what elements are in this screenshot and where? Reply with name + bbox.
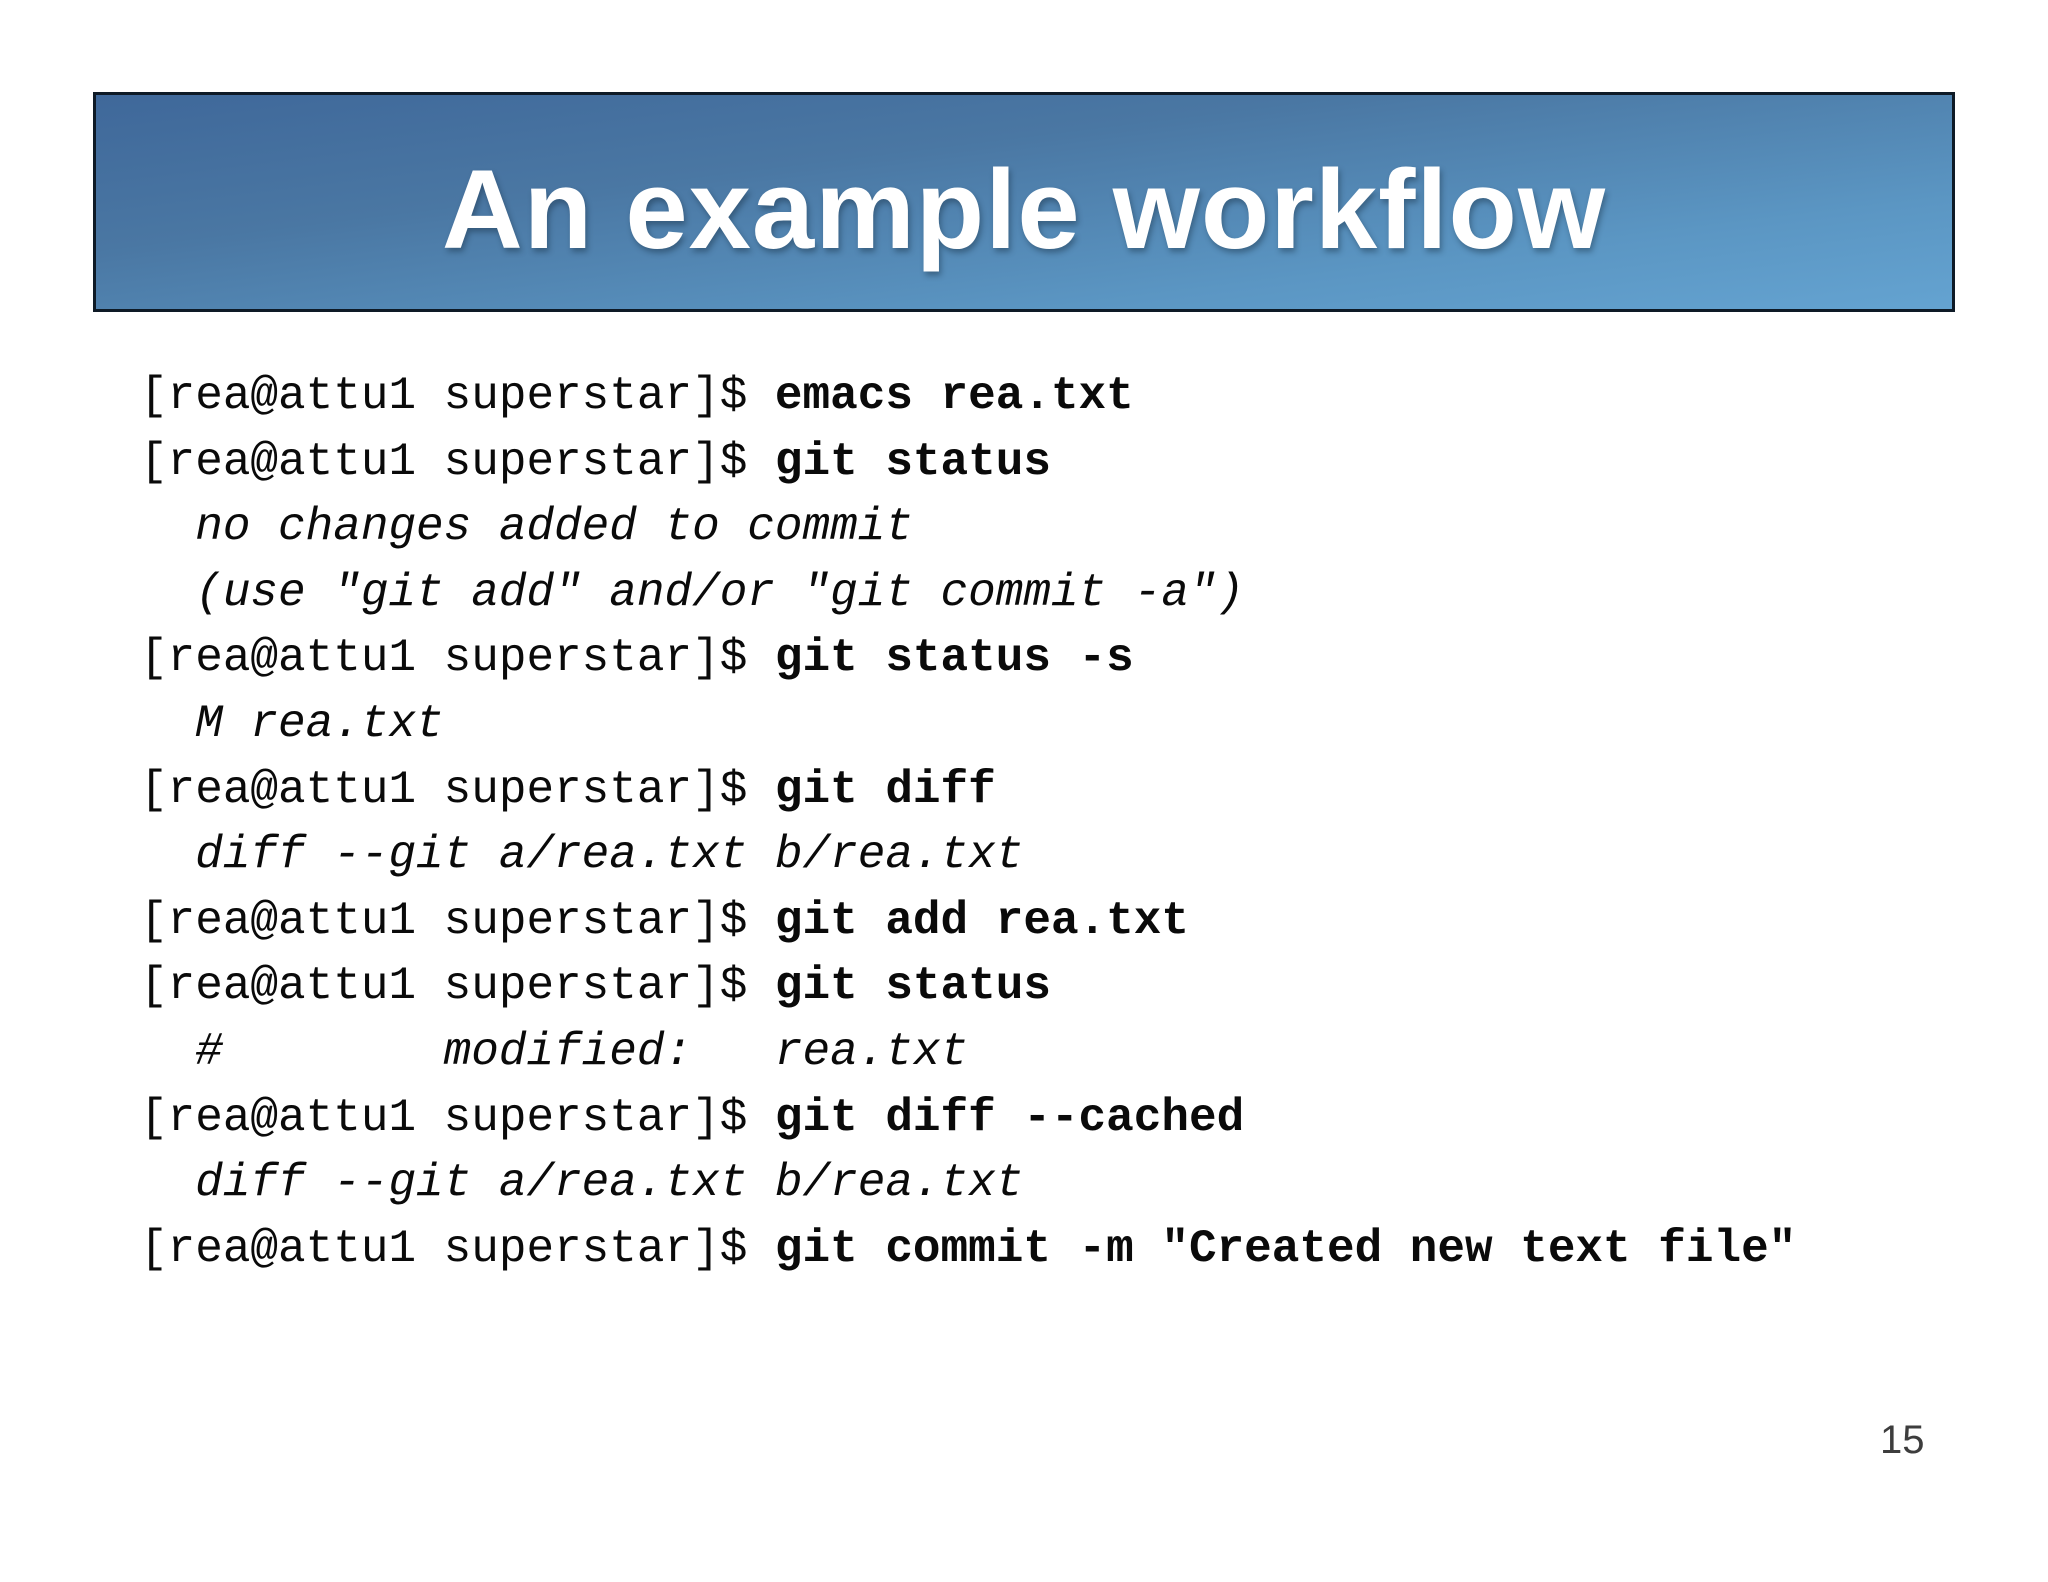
prompt-text: [rea@attu1 superstar]$ xyxy=(140,894,775,947)
prompt-text: [rea@attu1 superstar]$ xyxy=(140,763,775,816)
output-text: diff --git a/rea.txt b/rea.txt xyxy=(140,1157,1024,1210)
output-text: (use "git add" and/or "git commit -a") xyxy=(140,566,1245,619)
prompt-text: [rea@attu1 superstar]$ xyxy=(140,1091,775,1144)
command-text: emacs rea.txt xyxy=(774,370,1134,422)
command-text: git status xyxy=(774,960,1051,1013)
page-number: 15 xyxy=(1880,1418,1925,1462)
terminal-output: [rea@attu1 superstar]$ emacs rea.txt[rea… xyxy=(140,364,1940,1282)
command-text: git diff --cached xyxy=(774,1091,1245,1144)
prompt-text: [rea@attu1 superstar]$ xyxy=(140,960,775,1013)
command-text: git status xyxy=(774,435,1051,488)
command-text: git commit -m "Created new text file" xyxy=(774,1222,1797,1275)
prompt-text: [rea@attu1 superstar]$ xyxy=(140,1222,775,1275)
terminal-line: no changes added to commit xyxy=(140,495,1940,561)
output-text: # modified: rea.txt xyxy=(140,1025,969,1078)
terminal-line: M rea.txt xyxy=(140,692,1940,758)
command-text: git status -s xyxy=(774,632,1134,685)
terminal-line: [rea@attu1 superstar]$ git diff xyxy=(140,758,1940,824)
terminal-line: [rea@attu1 superstar]$ git status -s xyxy=(140,626,1940,692)
terminal-line: diff --git a/rea.txt b/rea.txt xyxy=(140,823,1940,889)
command-text: git diff xyxy=(774,763,996,816)
terminal-line: diff --git a/rea.txt b/rea.txt xyxy=(140,1151,1940,1217)
output-text: M rea.txt xyxy=(140,697,444,750)
prompt-text: [rea@attu1 superstar]$ xyxy=(140,435,775,488)
output-text: diff --git a/rea.txt b/rea.txt xyxy=(140,829,1024,882)
terminal-line: # modified: rea.txt xyxy=(140,1020,1940,1086)
terminal-line: [rea@attu1 superstar]$ emacs rea.txt xyxy=(140,364,1940,430)
slide-title: An example workflow xyxy=(441,146,1607,272)
terminal-line: [rea@attu1 superstar]$ git status xyxy=(140,430,1940,496)
terminal-line: (use "git add" and/or "git commit -a") xyxy=(140,561,1940,627)
terminal-line: [rea@attu1 superstar]$ git status xyxy=(140,954,1940,1020)
terminal-line: [rea@attu1 superstar]$ git diff --cached xyxy=(140,1086,1940,1152)
terminal-line: [rea@attu1 superstar]$ git commit -m "Cr… xyxy=(140,1217,1940,1283)
terminal-line: [rea@attu1 superstar]$ git add rea.txt xyxy=(140,889,1940,955)
prompt-text: [rea@attu1 superstar]$ xyxy=(140,370,775,422)
command-text: git add rea.txt xyxy=(774,894,1189,947)
prompt-text: [rea@attu1 superstar]$ xyxy=(140,632,775,685)
output-text: no changes added to commit xyxy=(140,501,913,554)
title-banner: An example workflow xyxy=(93,92,1955,312)
